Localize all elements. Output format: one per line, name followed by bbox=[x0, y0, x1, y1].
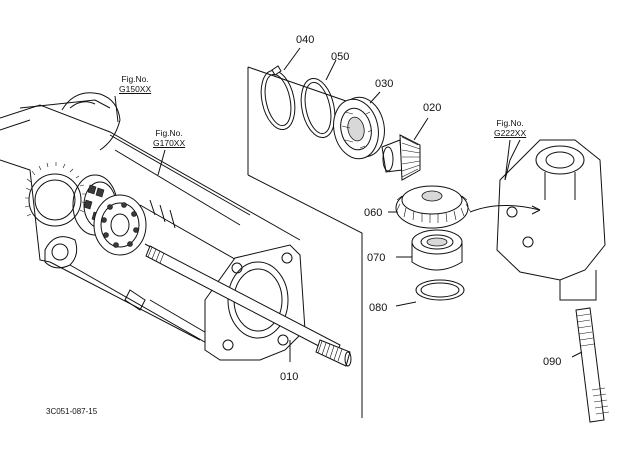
figure-ref-number: G150XX bbox=[119, 84, 152, 94]
shaft-010 bbox=[145, 245, 352, 367]
bevel-pinion-020 bbox=[381, 117, 429, 181]
circlip-040 bbox=[260, 47, 301, 131]
figure-ref-g170: Fig.No. G170XX bbox=[153, 128, 185, 148]
part-label-070: 070 bbox=[367, 252, 386, 264]
oring-050 bbox=[300, 59, 337, 139]
drawing-code: 3C051-087-15 bbox=[46, 407, 98, 416]
figure-ref-g150: Fig.No. G150XX bbox=[119, 74, 151, 94]
figure-ref-leaders bbox=[114, 95, 511, 181]
figure-ref-caption: Fig.No. bbox=[121, 74, 149, 84]
part-label-030: 030 bbox=[375, 78, 394, 90]
bevel-gear-060 bbox=[388, 185, 471, 229]
transmission-housing bbox=[0, 92, 301, 346]
figure-ref-caption: Fig.No. bbox=[155, 128, 183, 138]
figure-ref-number: G222XX bbox=[494, 128, 527, 138]
part-label-010: 010 bbox=[280, 371, 299, 383]
figure-ref-g222: Fig.No. G222XX bbox=[494, 118, 526, 138]
part-label-060: 060 bbox=[364, 207, 383, 219]
gear-case-housing bbox=[469, 139, 606, 301]
bearing-070 bbox=[396, 229, 463, 271]
figure-ref-number: G170XX bbox=[153, 138, 186, 148]
bearing-030 bbox=[333, 91, 385, 160]
part-label-020: 020 bbox=[423, 102, 442, 114]
shim-080 bbox=[395, 279, 465, 307]
part-label-080: 080 bbox=[369, 302, 388, 314]
figure-ref-caption: Fig.No. bbox=[496, 118, 524, 128]
part-label-090: 090 bbox=[543, 356, 562, 368]
stud-bolt-090 bbox=[571, 307, 610, 423]
part-label-050: 050 bbox=[331, 51, 350, 63]
part-label-040: 040 bbox=[296, 34, 315, 46]
